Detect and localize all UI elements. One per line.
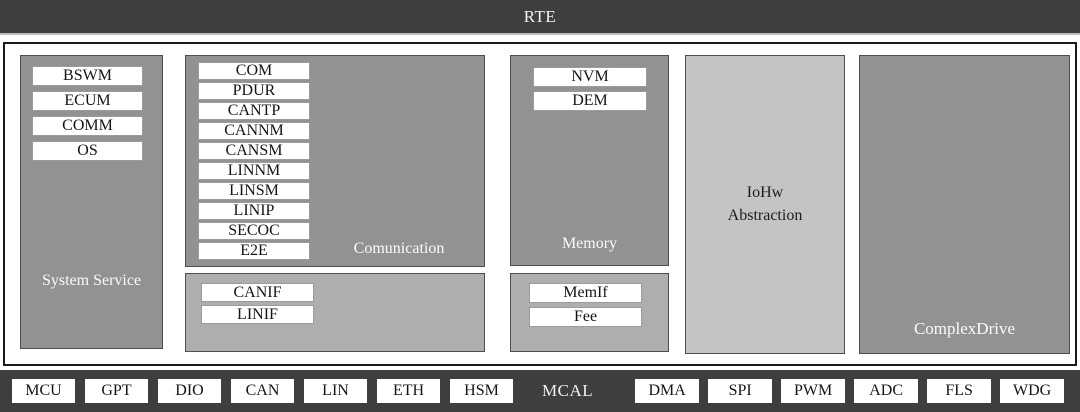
complex-drive-label: ComplexDrive: [913, 319, 1016, 338]
block-memory: NVM DEM Memory: [510, 55, 669, 266]
module-dem: DEM: [533, 91, 647, 111]
iohw-abstraction-label: IoHw Abstraction: [727, 184, 803, 224]
block-memory-interface: MemIf Fee: [510, 273, 669, 352]
module-cannm: CANNM: [198, 122, 310, 140]
memory-module-list: NVM DEM: [533, 67, 647, 111]
module-lin: LIN: [304, 379, 367, 403]
module-cantp: CANTP: [198, 102, 310, 120]
module-can: CAN: [231, 379, 294, 403]
module-linnm: LINNM: [198, 162, 310, 180]
rte-label: RTE: [523, 6, 557, 26]
module-hsm: HSM: [450, 379, 513, 403]
module-ecum: ECUM: [32, 91, 143, 111]
module-dma: DMA: [635, 379, 700, 403]
system-service-label: System Service: [41, 272, 142, 289]
block-complex-drive: ComplexDrive: [859, 55, 1070, 354]
module-pwm: PWM: [781, 379, 846, 403]
module-secoc: SECOC: [198, 222, 310, 240]
block-communication-interface: CANIF LINIF: [185, 273, 485, 352]
module-comm: COMM: [32, 116, 143, 136]
memory-interface-module-list: MemIf Fee: [529, 283, 642, 327]
module-os: OS: [32, 141, 143, 161]
memory-label: Memory: [561, 235, 618, 252]
module-wdg: WDG: [1000, 379, 1065, 403]
module-dio: DIO: [158, 379, 221, 403]
module-gpt: GPT: [85, 379, 148, 403]
module-e2e: E2E: [198, 242, 310, 260]
block-iohw-abstraction: IoHw Abstraction: [685, 55, 845, 354]
system-service-module-list: BSWM ECUM COMM OS: [32, 66, 143, 161]
module-linip: LINIP: [198, 202, 310, 220]
block-communication: COM PDUR CANTP CANNM CANSM LINNM LINSM L…: [185, 55, 485, 267]
module-spi: SPI: [708, 379, 773, 403]
communication-module-list: COM PDUR CANTP CANNM CANSM LINNM LINSM L…: [198, 62, 310, 260]
rte-layer-bar: RTE: [0, 0, 1080, 35]
mcal-layer-bar: MCU GPT DIO CAN LIN ETH HSM MCAL DMA SPI…: [0, 370, 1080, 412]
module-cansm: CANSM: [198, 142, 310, 160]
module-memif: MemIf: [529, 283, 642, 303]
communication-interface-module-list: CANIF LINIF: [201, 283, 314, 324]
module-linsm: LINSM: [198, 182, 310, 200]
module-adc: ADC: [854, 379, 919, 403]
communication-label: Comunication: [353, 240, 445, 257]
module-eth: ETH: [377, 379, 440, 403]
bsw-layer-container: BSWM ECUM COMM OS System Service COM PDU…: [3, 42, 1077, 366]
module-com: COM: [198, 62, 310, 80]
module-linif: LINIF: [201, 305, 314, 324]
module-canif: CANIF: [201, 283, 314, 302]
mcal-label: MCAL: [542, 381, 594, 400]
module-pdur: PDUR: [198, 82, 310, 100]
module-fls: FLS: [927, 379, 992, 403]
block-system-service: BSWM ECUM COMM OS System Service: [20, 55, 163, 349]
module-bswm: BSWM: [32, 66, 143, 86]
module-nvm: NVM: [533, 67, 647, 87]
module-mcu: MCU: [12, 379, 75, 403]
module-fee: Fee: [529, 307, 642, 327]
